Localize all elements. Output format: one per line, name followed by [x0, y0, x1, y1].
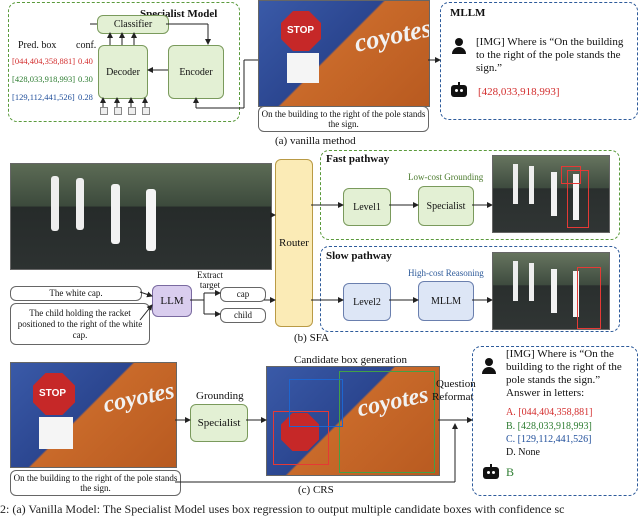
robot-icon-c	[482, 464, 500, 480]
image-caption-a: On the building to the right of the pole…	[258, 106, 429, 132]
option-b-letter: B.	[506, 421, 516, 432]
question-label: Question	[436, 378, 476, 390]
extract-target-label: Extract target	[197, 270, 223, 290]
llm-box: LLM	[152, 285, 192, 317]
footer-caption: 2: (a) Vanilla Model: The Specialist Mod…	[0, 502, 565, 516]
prediction-box-2: [428,033,918,993]	[12, 74, 76, 84]
conf-header: conf.	[76, 40, 97, 51]
caption-b: (b) SFA	[294, 332, 329, 344]
option-b: B. [428,033,918,993]	[506, 421, 592, 432]
robot-icon	[450, 82, 468, 98]
slow-result-image	[492, 252, 610, 330]
option-b-text: [428,033,918,993]	[517, 421, 592, 432]
prediction-conf-1: 0.40	[78, 56, 93, 66]
candidate-box-title: Candidate box generation	[294, 354, 408, 366]
prediction-conf-3: 0.28	[78, 92, 93, 102]
slow-pathway-note: High-cost Reasoning	[408, 268, 484, 278]
crs-answer: B	[506, 465, 515, 479]
reformat-label: Reformat	[432, 391, 474, 403]
pred-box-header: Pred. box	[18, 40, 57, 51]
mllm-query: [IMG] Where is “On the building to the r…	[476, 36, 624, 74]
fast-pathway-title: Fast pathway	[326, 153, 390, 165]
person-icon-c	[482, 358, 496, 374]
option-a: A. [044,404,358,881]	[506, 407, 592, 418]
prediction-conf-2: 0.30	[78, 74, 93, 84]
level2-box: Level2	[343, 283, 391, 321]
text-prompt-2: The child holding the racket positioned …	[10, 303, 150, 345]
prediction-box-1: [044,404,358,881]	[12, 56, 76, 66]
caption-c: (c) CRS	[298, 484, 334, 496]
tennis-image-b	[10, 163, 272, 270]
option-d-text: None	[518, 447, 540, 458]
text-prompt-1: The white cap.	[10, 286, 142, 301]
query-tokens	[100, 107, 160, 115]
option-a-letter: A.	[506, 407, 516, 418]
router-box: Router	[275, 159, 313, 327]
option-a-text: [044,404,358,881]	[518, 407, 593, 418]
fast-result-image	[492, 155, 610, 233]
fast-pathway-panel	[320, 150, 620, 240]
candidate-boxes-image: coyotes	[266, 366, 440, 476]
level1-box: Level1	[343, 188, 391, 226]
option-d-letter: D.	[506, 447, 516, 458]
fast-pathway-note: Low-cost Grounding	[408, 172, 484, 182]
crs-query: [IMG] Where is “On the building to the r…	[506, 348, 622, 399]
specialist-box-b: Specialist	[418, 186, 474, 226]
specialist-box-c: Specialist	[190, 404, 248, 442]
caption-a: (a) vanilla method	[275, 135, 356, 147]
person-icon	[452, 38, 466, 54]
prediction-box-3: [129,112,441,526]	[12, 92, 75, 102]
image-caption-c: On the building to the right of the pole…	[10, 470, 181, 496]
specialist-model-panel	[8, 2, 240, 122]
option-c-text: [129,112,441,526]	[517, 434, 592, 445]
mllm-answer: [428,033,918,993]	[478, 86, 560, 98]
grounding-label: Grounding	[196, 390, 244, 402]
stop-sign-shape	[281, 11, 321, 51]
mllm-title: MLLM	[450, 7, 486, 19]
slow-pathway-title: Slow pathway	[326, 250, 392, 262]
stop-sign-image-c1: STOP coyotes	[10, 362, 177, 468]
option-c-letter: C.	[506, 434, 516, 445]
option-c: C. [129,112,441,526]	[506, 434, 591, 445]
slow-pathway-panel	[320, 246, 620, 332]
option-d: D. None	[506, 447, 540, 458]
